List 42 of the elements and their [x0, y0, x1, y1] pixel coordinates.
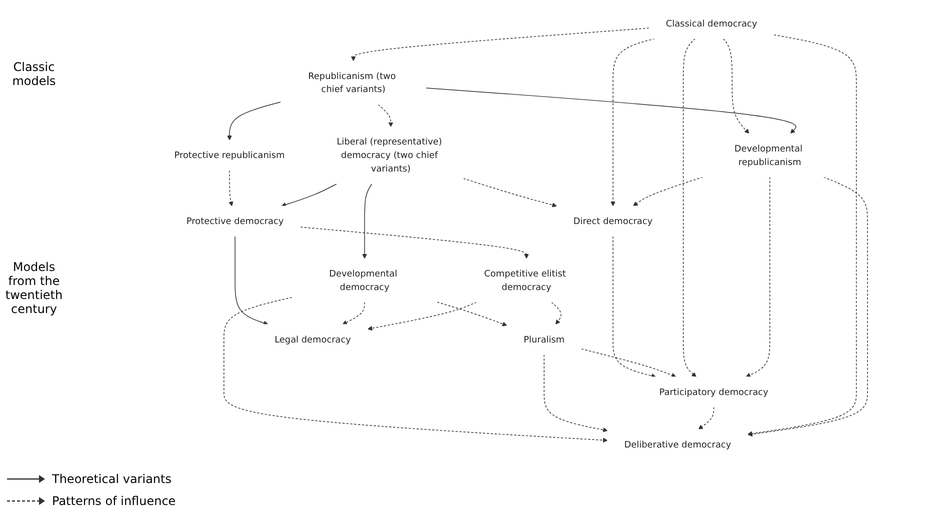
bracket-label: Models from the twentieth century	[4, 260, 64, 316]
arrow	[551, 302, 562, 325]
node-text: Direct democracy	[573, 216, 653, 226]
arrow	[463, 178, 557, 208]
arrow	[342, 302, 365, 325]
arrow	[698, 406, 714, 430]
arrow	[426, 88, 796, 134]
node-text: Developmental republicanism	[734, 143, 802, 168]
node-text: Classical democracy	[666, 18, 758, 29]
node-text: Competitive elitist democracy	[484, 268, 566, 292]
arrow	[748, 34, 857, 436]
arrow	[378, 104, 394, 128]
node-text: Protective democracy	[186, 216, 284, 226]
node-text: Pluralism	[524, 334, 565, 345]
legend-text: Patterns of influence	[52, 494, 176, 508]
arrow	[300, 226, 529, 259]
arrow	[581, 348, 676, 378]
node-text: Developmental democracy	[329, 268, 398, 292]
legend-text: Theoretical variants	[52, 472, 172, 486]
arrow	[227, 102, 282, 140]
node-text: Participatory democracy	[659, 386, 768, 398]
arrow	[722, 38, 750, 134]
node-text: Deliberative democracy	[624, 438, 732, 450]
arrow	[350, 28, 650, 62]
bracket-label: Classic models	[11, 60, 57, 88]
arrow	[224, 296, 608, 443]
arrow	[746, 176, 770, 378]
arrow	[367, 302, 478, 331]
node-text: Liberal (representative) democracy (two chief variants)	[336, 136, 442, 174]
arrow	[748, 176, 868, 437]
arrow	[362, 183, 372, 259]
arrow	[544, 354, 608, 432]
arrow	[682, 38, 696, 378]
node-text: Legal democracy	[274, 334, 351, 345]
arrow	[612, 236, 656, 378]
arrow	[228, 170, 234, 206]
arrow	[632, 176, 704, 206]
node-text: Republicanism (two chief variants)	[308, 70, 396, 94]
node-text: Protective republicanism	[174, 150, 285, 160]
arrow	[436, 302, 508, 326]
arrow	[234, 236, 268, 326]
arrow	[281, 183, 338, 208]
